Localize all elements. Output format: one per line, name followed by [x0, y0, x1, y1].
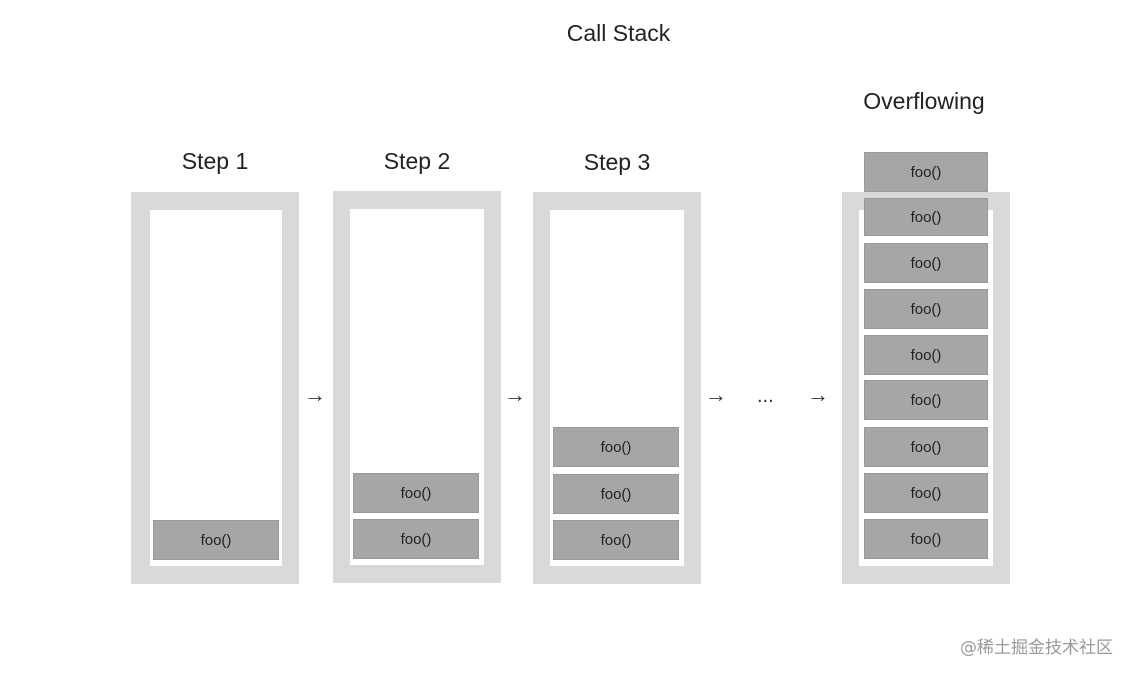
stack-frame: foo(): [353, 519, 479, 559]
arrow-right-icon: →: [705, 382, 727, 407]
overflow-label: Overflowing: [863, 88, 985, 114]
diagram-title: Call Stack: [566, 20, 671, 46]
stack-frame: foo(): [553, 427, 679, 467]
step-3-label: Step 3: [583, 149, 651, 175]
stack-frame: foo(): [864, 289, 988, 329]
stack-frame: foo(): [864, 473, 988, 513]
ellipsis: ...: [757, 385, 774, 407]
stack-frame-overflow: foo(): [864, 152, 988, 192]
arrow-right-icon: →: [304, 382, 326, 407]
stack-frame: foo(): [553, 474, 679, 514]
stack-step-1: [131, 192, 299, 584]
stack-frame: foo(): [864, 198, 988, 236]
stack-step-3: [533, 192, 701, 584]
stack-frame: foo(): [864, 427, 988, 467]
stack-frame: foo(): [864, 380, 988, 420]
stack-frame: foo(): [864, 335, 988, 375]
arrow-right-icon: →: [504, 382, 526, 407]
stack-frame: foo(): [864, 243, 988, 283]
arrow-right-icon: →: [807, 382, 829, 407]
stack-frame: foo(): [353, 473, 479, 513]
watermark: @稀土掘金技术社区: [960, 638, 1113, 658]
stack-frame: foo(): [553, 520, 679, 560]
step-1-label: Step 1: [181, 148, 249, 174]
stack-frame: foo(): [864, 519, 988, 559]
stack-interior: [150, 210, 282, 566]
step-2-label: Step 2: [383, 148, 451, 174]
stack-frame: foo(): [153, 520, 279, 560]
